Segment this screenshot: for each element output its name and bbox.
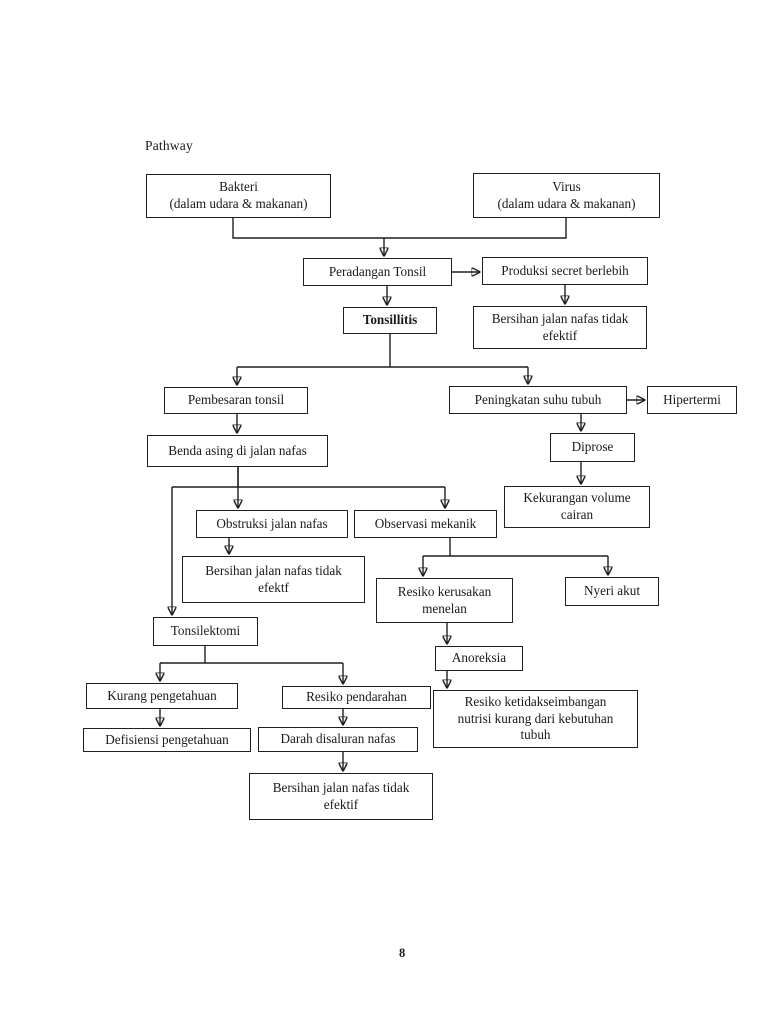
node-bersihan-efektif-1: Bersihan jalan nafas tidak efektif (473, 306, 647, 349)
node-nyeri-akut: Nyeri akut (565, 577, 659, 606)
node-virus: Virus (dalam udara & makanan) (473, 173, 660, 218)
edge-observasi-branch (423, 538, 608, 557)
node-bersihan-efektif-3: Bersihan jalan nafas tidak efektif (249, 773, 433, 820)
node-pembesaran-tonsil: Pembesaran tonsil (164, 387, 308, 414)
page-title: Pathway (145, 138, 193, 153)
node-hipertermi: Hipertermi (647, 386, 737, 414)
page-number: 8 (399, 946, 406, 960)
node-darah-disaluran: Darah disaluran nafas (258, 727, 418, 752)
node-kurang-pengetahuan: Kurang pengetahuan (86, 683, 238, 709)
node-tonsilektomi: Tonsilektomi (153, 617, 258, 646)
node-peningkatan-suhu: Peningkatan suhu tubuh (449, 386, 627, 414)
node-benda-asing: Benda asing di jalan nafas (147, 435, 328, 467)
edge-bakteri-virus-merge (232, 218, 567, 239)
node-anoreksia: Anoreksia (435, 646, 523, 671)
node-diprose: Diprose (550, 433, 635, 462)
node-bakteri: Bakteri (dalam udara & makanan) (146, 174, 331, 218)
node-peradangan-tonsil: Peradangan Tonsil (303, 258, 452, 286)
edge-tonsilektomi-branch (160, 646, 343, 664)
node-resiko-nutrisi: Resiko ketidakseimbangan nutrisi kurang … (433, 690, 638, 748)
node-observasi: Observasi mekanik (354, 510, 497, 538)
node-kekurangan-volume: Kekurangan volume cairan (504, 486, 650, 528)
node-defisiensi: Defisiensi pengetahuan (83, 728, 251, 752)
node-resiko-pendarahan: Resiko pendarahan (282, 686, 431, 709)
node-tonsillitis: Tonsillitis (343, 307, 437, 334)
node-resiko-kerusakan: Resiko kerusakan menelan (376, 578, 513, 623)
node-bersihan-efektf-2: Bersihan jalan nafas tidak efektf (182, 556, 365, 603)
node-obstruksi: Obstruksi jalan nafas (196, 510, 348, 538)
node-produksi-secret: Produksi secret berlebih (482, 257, 648, 285)
edge-benda-branch (172, 467, 445, 488)
